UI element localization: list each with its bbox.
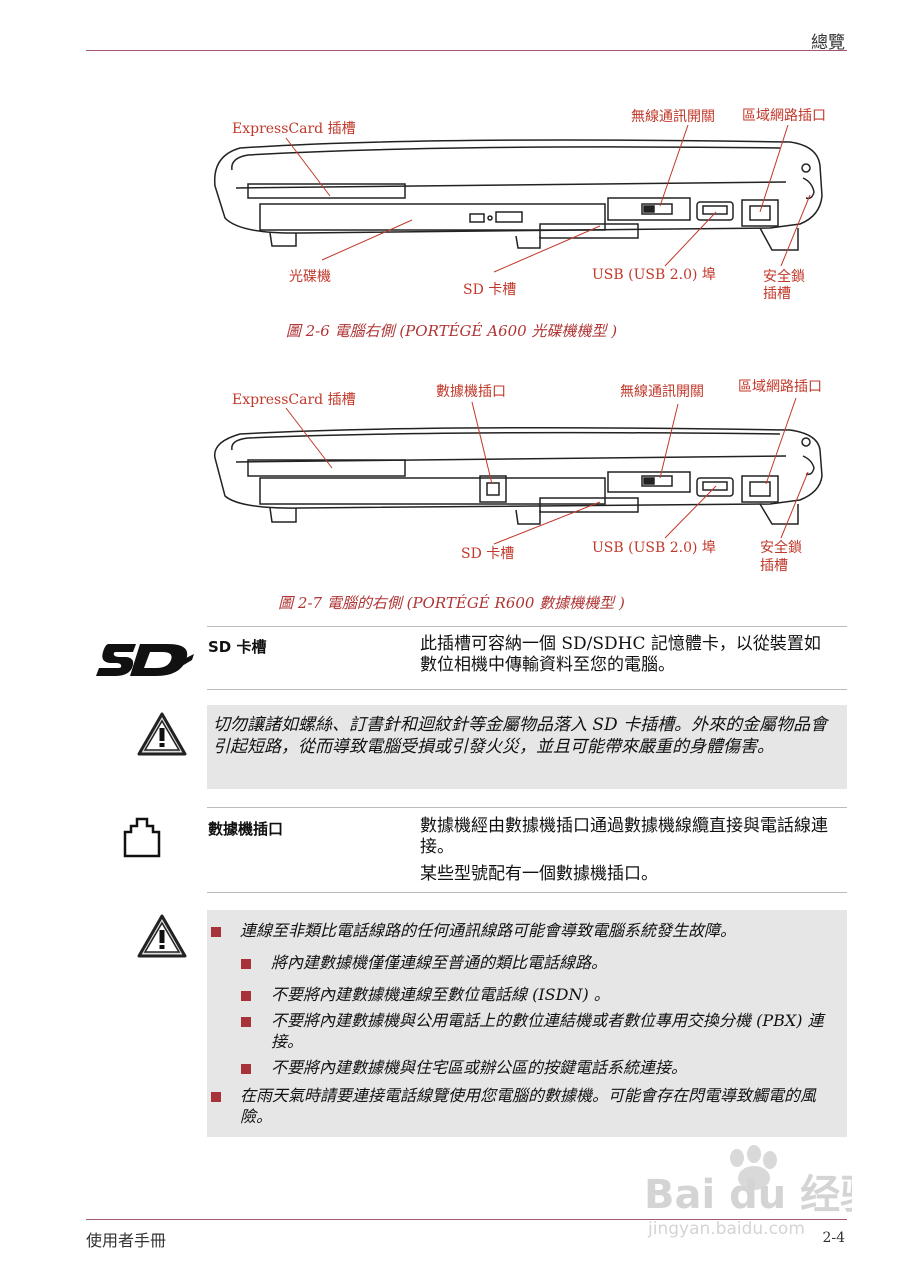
- warning-sub-bullet: 不要將內建數據機連線至數位電話線 (ISDN) 。: [271, 985, 610, 1004]
- label-usb-port: USB (USB 2.0) 埠: [592, 267, 716, 283]
- label-optical-drive: 光碟機: [289, 269, 331, 285]
- warning-sub-bullet: 不要將內建數據機與住宅區或辦公區的按鍵電話系統連接。: [271, 1058, 688, 1077]
- warning-box-modem: 連線至非類比電話線路的任何通訊線路可能會導致電腦系統發生故障。 將內建數據機僅僅…: [207, 910, 847, 1137]
- warning-sub-bullet: 將內建數據機僅僅連線至普通的類比電話線路。: [271, 953, 608, 972]
- watermark-brand: Bai du 经验: [644, 1172, 852, 1218]
- footer-rule: [86, 1219, 847, 1220]
- label-sd-card-slot: SD 卡槽: [463, 282, 517, 298]
- footer-page-number: 2-4: [822, 1230, 845, 1246]
- laptop-diagram-2: [213, 397, 823, 545]
- bullet-marker: [241, 1064, 251, 1074]
- baidu-watermark: Bai du 经验 jingyan.baidu.com: [642, 1140, 880, 1240]
- bullet-marker: [241, 991, 251, 1001]
- warning-sub-bullet: 不要將內建數據機與公用電話上的數位連結機或者數位專用交換分機 (PBX) 連接。: [271, 1011, 824, 1051]
- warning-bullet: 在雨天氣時請要連接電話線覽使用您電腦的數據機。可能會存在閃電導致觸電的風險。: [240, 1086, 817, 1126]
- label-lan-jack: 區域網路插口: [742, 108, 826, 124]
- figure-laptop-right-side-a600: ExpressCard 插槽 無線通訊開關 區域網路插口 光碟機 SD 卡槽 U…: [0, 100, 903, 345]
- modem-jack-description: 數據機經由數據機插口通過數據機線纜直接與電話線連接。: [420, 816, 828, 857]
- laptop-diagram-1: [213, 124, 823, 273]
- label-expresscard-slot-2: ExpressCard 插槽: [232, 392, 356, 408]
- warning-triangle-icon-2: [137, 914, 187, 962]
- modem-jack-note: 某些型號配有一個數據機插口。: [420, 864, 658, 884]
- figure2-caption: 圖 2-7 電腦的右側 (PORTÉGÉ R600 數據機機型 ): [278, 594, 625, 612]
- divider: [207, 892, 847, 893]
- bullet-marker: [211, 1092, 221, 1102]
- label-security-lock: 安全鎖: [763, 269, 805, 285]
- divider: [207, 807, 847, 808]
- warning-bullet: 連線至非類比電話線路的任何通訊線路可能會導致電腦系統發生故障。: [240, 921, 737, 940]
- header-rule: [86, 50, 847, 51]
- warning-sd-text: 切勿讓諸如螺絲、訂書針和迴紋針等金屬物品落入 SD 卡插槽。外來的金屬物品會引起…: [213, 715, 828, 757]
- modem-jack-term: 數據機插口: [208, 820, 284, 838]
- label-modem-jack: 數據機插口: [436, 384, 506, 400]
- label-wireless-switch-2: 無線通訊開關: [620, 384, 704, 400]
- bullet-marker: [211, 927, 221, 937]
- label-security-lock-2: 安全鎖: [760, 540, 802, 556]
- watermark-url: jingyan.baidu.com: [647, 1219, 805, 1239]
- warning-box-sd: 切勿讓諸如螺絲、訂書針和迴紋針等金屬物品落入 SD 卡插槽。外來的金屬物品會引起…: [207, 705, 847, 789]
- divider: [207, 626, 847, 627]
- label-expresscard-slot: ExpressCard 插槽: [232, 121, 356, 137]
- sd-slot-term: SD 卡槽: [208, 638, 267, 656]
- label-security-lock-slot-2: 插槽: [760, 558, 788, 574]
- figure1-caption: 圖 2-6 電腦右側 (PORTÉGÉ A600 光碟機機型 ): [285, 322, 618, 340]
- divider: [207, 689, 847, 690]
- warning-triangle-icon: [137, 712, 187, 760]
- label-wireless-switch: 無線通訊開關: [631, 109, 715, 125]
- footer-manual-title: 使用者手冊: [86, 1231, 167, 1250]
- bullet-marker: [241, 1017, 251, 1027]
- label-usb-port-2: USB (USB 2.0) 埠: [592, 540, 716, 556]
- label-lan-jack-2: 區域網路插口: [738, 379, 822, 395]
- sd-slot-description: 此插槽可容納一個 SD/SDHC 記憶體卡，以從裝置如數位相機中傳輸資料至您的電…: [420, 634, 821, 675]
- bullet-marker: [241, 959, 251, 969]
- header-section-title: 總覽: [811, 33, 845, 53]
- label-security-lock-slot: 插槽: [763, 286, 791, 302]
- figure-laptop-right-side-r600: ExpressCard 插槽 數據機插口 無線通訊開關 區域網路插口 SD 卡槽…: [0, 372, 903, 582]
- label-sd-card-slot-2: SD 卡槽: [461, 546, 515, 562]
- modem-jack-icon: [122, 816, 162, 862]
- sd-logo-icon: [96, 640, 194, 682]
